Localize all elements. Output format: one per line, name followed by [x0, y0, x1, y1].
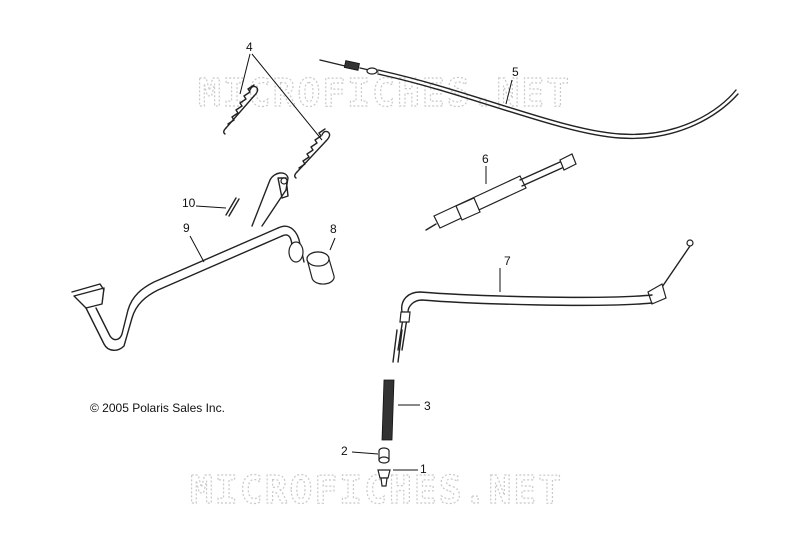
watermark-top: MICROFICHES.NET — [198, 71, 571, 115]
callout-1: 1 — [420, 462, 427, 476]
callout-6: 6 — [482, 152, 489, 166]
callout-10: 10 — [182, 196, 196, 210]
brake-rod — [425, 153, 577, 231]
cable-sleeve — [381, 379, 395, 441]
clevis-pin — [377, 469, 391, 487]
callout-8: 8 — [330, 222, 337, 236]
brake-cable-assembly — [392, 239, 694, 363]
cable-ferrule — [378, 447, 390, 464]
callout-2: 2 — [341, 444, 348, 458]
copyright-notice: © 2005 Polaris Sales Inc. — [90, 401, 225, 415]
callout-4: 4 — [246, 40, 253, 54]
pedal-bushing — [306, 251, 335, 285]
spring-upper — [223, 84, 259, 135]
leader-lines — [189, 53, 513, 471]
watermark-bottom: MICROFICHES.NET — [190, 468, 563, 512]
callout-9: 9 — [183, 221, 190, 235]
callout-7: 7 — [504, 254, 511, 268]
callout-5: 5 — [512, 65, 519, 79]
cotter-pin — [225, 197, 240, 217]
brake-pedal — [71, 172, 305, 351]
callout-3: 3 — [424, 399, 431, 413]
spring-lower — [294, 128, 331, 179]
brake-cable-long — [319, 59, 739, 140]
